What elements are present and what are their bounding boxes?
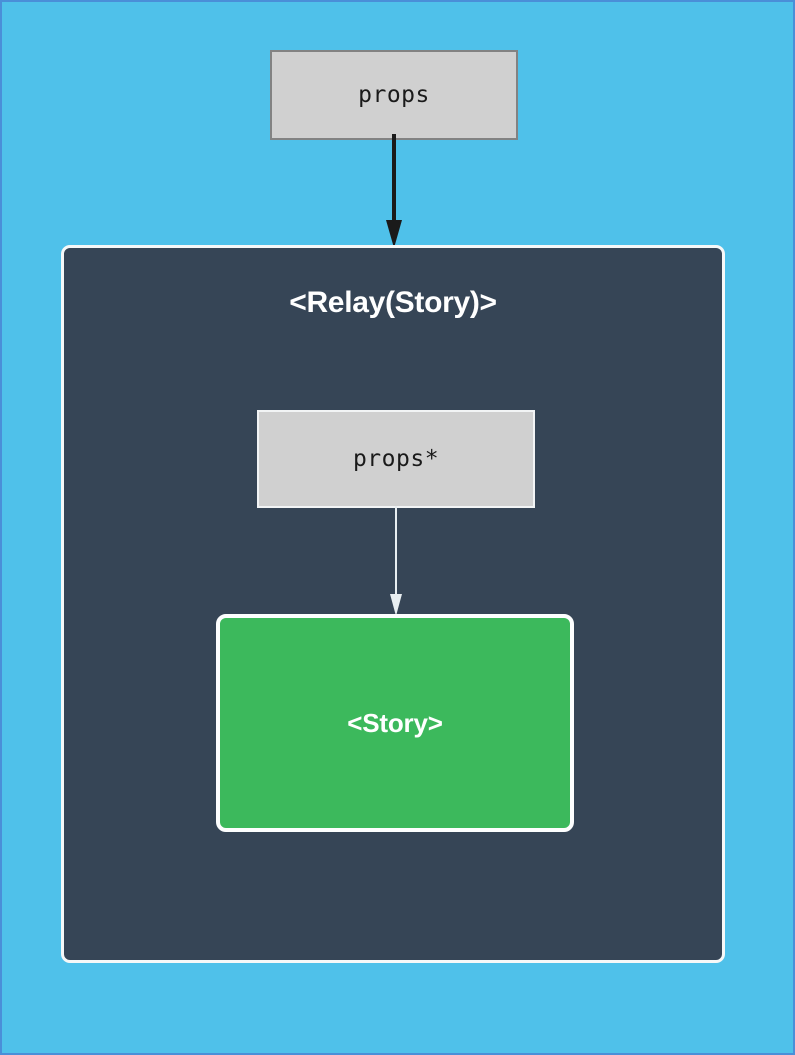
node-story-label: <Story>: [347, 707, 443, 738]
node-props[interactable]: props: [270, 50, 518, 140]
container-relay-story-title: <Relay(Story)>: [289, 286, 497, 319]
node-story[interactable]: <Story>: [216, 614, 574, 832]
edge-props-to-relay-arrow: [386, 134, 402, 248]
container-relay-story[interactable]: <Relay(Story)> props* <Story>: [61, 245, 725, 963]
node-props-label: props: [358, 82, 430, 108]
node-props-star[interactable]: props*: [257, 410, 535, 508]
edge-props-star-to-story-arrow: [390, 506, 402, 616]
node-props-star-label: props*: [352, 446, 440, 472]
